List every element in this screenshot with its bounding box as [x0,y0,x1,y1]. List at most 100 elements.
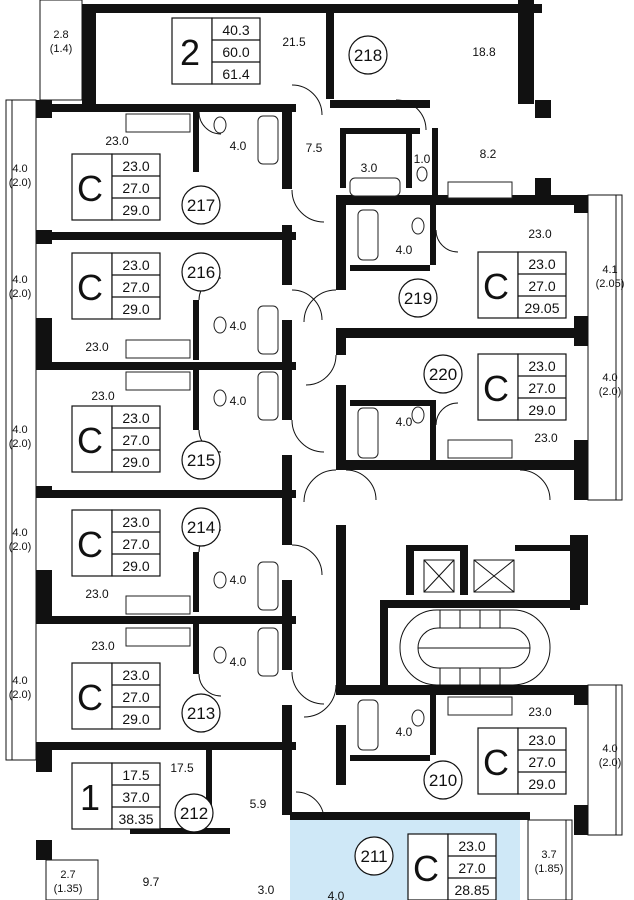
balcony-reduced-area: (2.05) [596,278,625,290]
unit-area-value: 27.0 [122,432,149,448]
balcony-area: 2.7 [60,869,75,881]
unit-number-circle [398,278,438,318]
unit-area-box [447,833,497,900]
unit-type-letter: C [77,677,103,718]
unit-number: 216 [187,263,215,282]
room-area: 23.0 [85,587,109,601]
balcony-reduced-area: (2.0) [9,541,32,553]
room-area: 23.0 [534,431,558,445]
unit-type-box [477,727,519,795]
walls [36,0,588,860]
unit-type-box [71,509,113,577]
unit-area-value: 23.0 [122,158,149,174]
unit-type-box [71,252,113,320]
unit-area-value: 61.4 [222,66,249,82]
unit-area-box [517,251,567,319]
unit-type-letter: C [483,742,509,783]
unit-area-value: 27.0 [122,689,149,705]
unit-number-circle [181,693,221,733]
room-area: 4.0 [396,415,413,429]
unit-type-box [71,153,113,221]
unit-area-value: 29.05 [524,300,559,316]
unit-type-box [71,762,113,830]
unit-type-letter: C [77,420,103,461]
balconies [5,0,623,900]
unit-number: 218 [354,46,382,65]
unit-area-box [517,727,567,795]
balcony-area: 4.0 [602,372,617,384]
balcony-area: 4.0 [12,274,27,286]
unit-type-box [71,662,113,730]
room-area: 3.0 [361,161,378,175]
unit-area-value: 29.0 [122,301,149,317]
unit-area-value: 29.0 [122,558,149,574]
balcony-area: 4.0 [602,743,617,755]
elevators [423,559,515,593]
unit-type-box [407,833,449,900]
unit-type-letter: C [77,524,103,565]
unit-area-box [111,405,161,473]
unit-number-circle [181,507,221,547]
room-area: 21.5 [282,35,306,49]
fixtures [125,113,513,751]
room-area: 4.0 [396,243,413,257]
unit-area-box [111,153,161,221]
unit-number-circle [181,440,221,480]
room-area: 18.8 [472,45,496,59]
unit-area-box [111,509,161,577]
balcony-area: 4.0 [12,675,27,687]
balcony-reduced-area: (2.0) [9,689,32,701]
unit-number: 214 [187,518,215,537]
unit-type-letter: C [483,266,509,307]
unit-type-letter: C [77,168,103,209]
room-area: 4.0 [230,655,247,669]
unit-number: 220 [429,365,457,384]
balcony-reduced-area: (2.0) [599,386,622,398]
unit-area-value: 23.0 [528,256,555,272]
unit-type-box [71,405,113,473]
unit-area-value: 23.0 [122,667,149,683]
room-area: 23.0 [85,340,109,354]
unit-area-value: 29.0 [528,776,555,792]
balcony-reduced-area: (1.4) [50,43,73,55]
unit-area-value: 28.85 [454,882,489,898]
unit-number-circle [174,793,214,833]
balcony-area: 2.8 [53,29,68,41]
unit-area-box [211,17,261,85]
room-area: 8.2 [480,147,497,161]
balcony-area: 4.0 [12,527,27,539]
room-area: 4.0 [230,319,247,333]
unit-number: 211 [360,847,387,866]
room-area: 23.0 [105,134,129,148]
unit-area-value: 38.35 [118,811,153,827]
unit-number-circle [181,252,221,292]
unit-type-letter: 2 [180,32,200,73]
balcony-area: 4.0 [12,163,27,175]
balcony-reduced-area: (2.0) [9,438,32,450]
unit-type-letter: C [77,267,103,308]
balcony-reduced-area: (2.0) [9,288,32,300]
room-area: 23.0 [528,227,552,241]
room-area: 5.9 [250,797,267,811]
unit-area-value: 23.0 [458,838,485,854]
unit-type-letter: C [483,368,509,409]
unit-area-value: 27.0 [528,278,555,294]
room-area: 23.0 [528,705,552,719]
unit-area-box [111,762,161,830]
unit-number: 210 [429,771,457,790]
room-area: 23.0 [91,389,115,403]
room-area: 4.0 [230,573,247,587]
balcony-reduced-area: (2.0) [599,757,622,769]
room-area: 9.7 [143,875,160,889]
unit-number: 217 [187,196,215,215]
unit-type-letter: 1 [80,777,100,818]
unit-type-box [171,17,213,85]
unit-number: 215 [187,451,215,470]
unit-area-box [111,252,161,320]
unit-number-circle [423,354,463,394]
unit-area-value: 27.0 [458,860,485,876]
unit-area-value: 27.0 [122,536,149,552]
unit-area-value: 23.0 [122,514,149,530]
room-area: 17.5 [170,761,194,775]
